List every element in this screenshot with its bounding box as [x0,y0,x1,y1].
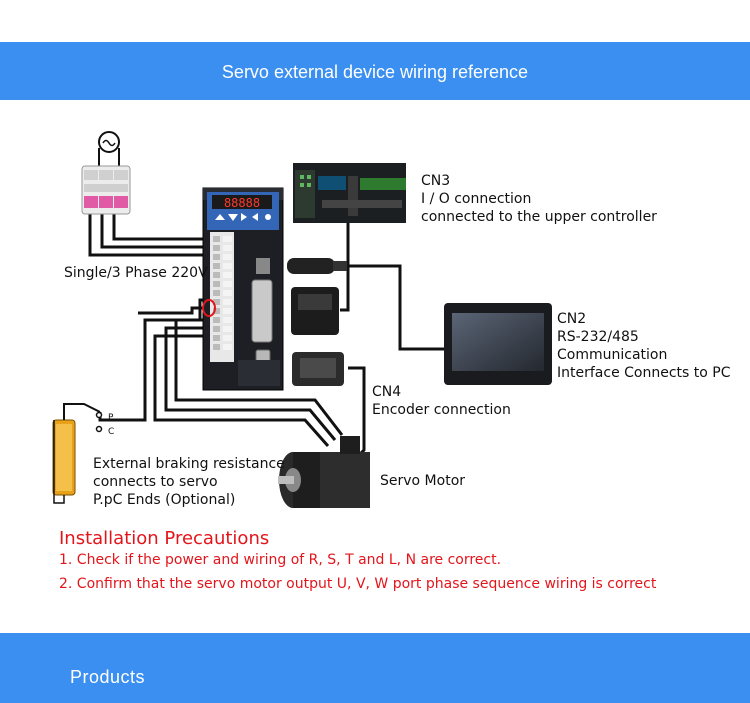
cn3-line1: I / O connection [421,191,532,207]
plc-controller [293,163,406,223]
power-wires [88,212,212,257]
terminal-c-label: C [108,427,115,437]
cn-wires [340,222,445,464]
circuit-breaker [81,131,131,215]
resistor-line1: External braking resistance [93,456,285,472]
servo-drive: 88888 [202,187,284,391]
cn3-line2: connected to the upper controller [421,209,657,225]
pc-highlight [202,299,216,317]
cn2-line1: RS-232/485 [557,329,639,345]
motor-label: Servo Motor [380,473,466,489]
header-banner [0,42,750,100]
cn3-connector [291,287,339,335]
products-heading[interactable]: Products [70,667,146,687]
cn2-line2: Communication [557,347,668,363]
page-title: Servo external device wiring reference [221,62,529,82]
hmi-screen [444,303,552,385]
cn3-title: CN3 [421,173,451,189]
cn4-title: CN4 [372,384,402,400]
precautions-title: Installation Precautions [59,528,270,549]
resistor-line2: connects to servo [93,474,218,490]
cn4-line1: Encoder connection [372,402,511,418]
resistor-line3: P.pC Ends (Optional) [93,492,236,508]
drive-display-text: 88888 [224,196,260,210]
terminal-p-label: P [108,413,114,423]
footer-banner [0,633,750,703]
precaution-item-1: 1. Check if the power and wiring of R, S… [59,552,502,568]
cn2-plug [287,258,347,274]
cn4-connector [292,352,344,386]
precaution-item-2: 2. Confirm that the servo motor output U… [59,576,657,592]
cn2-line3: Interface Connects to PC [557,365,731,381]
braking-resistor [52,403,103,504]
servo-motor [278,436,370,508]
cn2-title: CN2 [557,311,587,327]
power-label: Single/3 Phase 220V [64,265,208,281]
